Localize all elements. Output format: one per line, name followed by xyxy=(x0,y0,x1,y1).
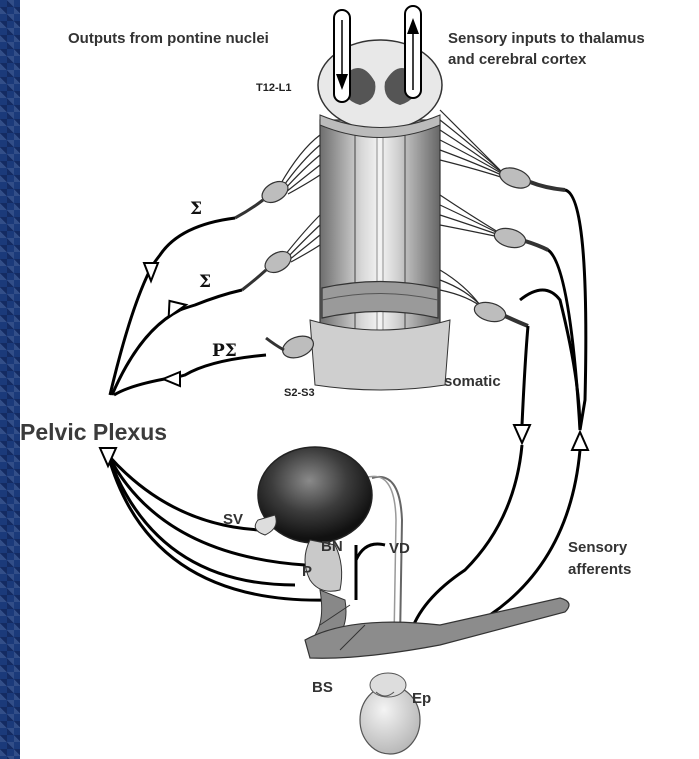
ep-label: Ep xyxy=(412,691,431,708)
afferent-arrowheads xyxy=(514,425,588,450)
p-label: P xyxy=(302,564,312,581)
sensory-inputs-label-line2: and cerebral cortex xyxy=(448,52,586,69)
spinal-cord xyxy=(310,40,450,390)
p-sigma-label: PΣ xyxy=(212,342,237,361)
s2-s3-label: S2-S3 xyxy=(284,387,315,399)
somatic-label: somatic xyxy=(444,374,501,391)
sensory-input-arrow xyxy=(405,6,421,98)
anatomy-diagram xyxy=(20,0,699,759)
pontine-output-arrow xyxy=(334,10,350,102)
sv-label: SV xyxy=(223,512,243,529)
pelvic-plexus-label: Pelvic Plexus xyxy=(20,420,167,445)
outputs-label: Outputs from pontine nuclei xyxy=(68,31,269,48)
bn-label: BN xyxy=(321,539,343,556)
efferent-pathways xyxy=(108,218,330,600)
t12-l1-label: T12-L1 xyxy=(256,82,291,94)
slide-panel: Outputs from pontine nuclei Sensory inpu… xyxy=(20,0,699,759)
sensory-inputs-label-line1: Sensory inputs to thalamus xyxy=(448,31,645,48)
sensory-afferents-label-line2: afferents xyxy=(568,562,631,579)
sigma-label-lower: Σ xyxy=(199,273,211,292)
sensory-afferents-label-line1: Sensory xyxy=(568,540,627,557)
vd-label: VD xyxy=(389,541,410,558)
sigma-label-upper: Σ xyxy=(190,200,202,219)
bs-label: BS xyxy=(312,680,333,697)
